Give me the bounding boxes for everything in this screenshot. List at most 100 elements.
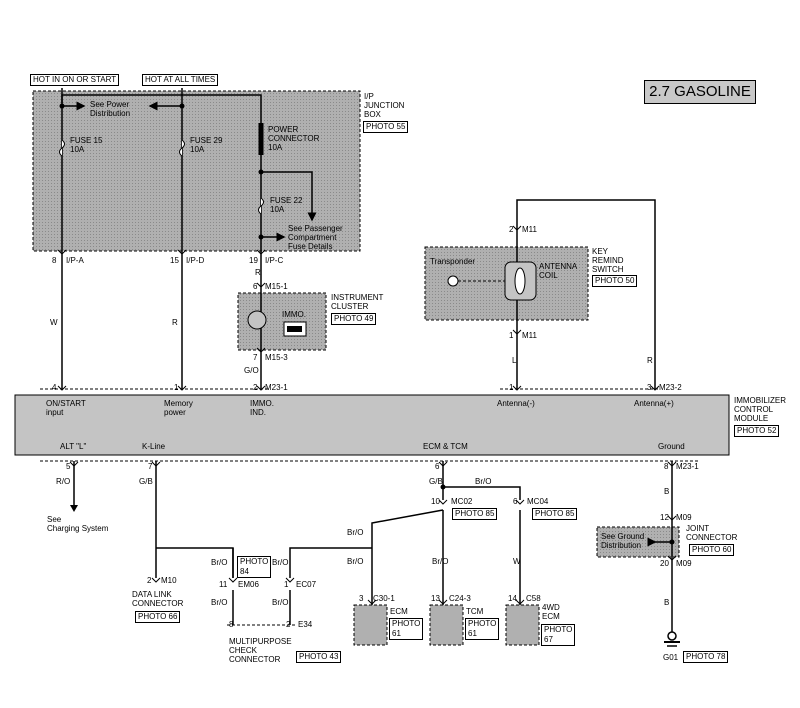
joint-connector-label: JOINT CONNECTOR — [686, 524, 738, 542]
see-ground-distribution: See Ground Distribution — [601, 532, 645, 550]
wire-bro-tcm: Br/O — [432, 557, 449, 566]
wire-b1: B — [664, 487, 670, 496]
antenna-minus: Antenna(-) — [497, 399, 535, 408]
wire-r-ipc: R — [255, 268, 261, 277]
transponder-label: Transponder — [430, 257, 476, 266]
photo-61a: PHOTO 61 — [389, 618, 424, 640]
conn-m23-2: M23-2 — [659, 383, 682, 392]
conn-c30: C30-1 — [373, 594, 395, 603]
on-start-input: ON/START input — [46, 399, 86, 417]
page-title: 2.7 GASOLINE — [644, 80, 756, 104]
conn-e34: E34 — [298, 620, 313, 629]
wire-w: W — [50, 318, 58, 327]
wire-b2: B — [664, 598, 670, 607]
pin-mc04: 6 — [513, 497, 518, 506]
photo-85a: PHOTO 85 — [452, 508, 498, 520]
tcm-box — [429, 604, 464, 646]
memory-power: Memory power — [164, 399, 193, 417]
antenna-plus: Antenna(+) — [634, 399, 674, 408]
pin-ant1: 1 — [509, 383, 514, 392]
photo-84: PHOTO 84 — [237, 556, 272, 578]
ground-label: Ground — [658, 442, 685, 451]
immobilizer-module-box — [14, 394, 730, 456]
junction-box-label: I/P JUNCTION BOX — [364, 92, 405, 119]
wire-bro-left: Br/O — [347, 528, 364, 537]
immobilizer-module-label: IMMOBILIZER CONTROL MODULE — [734, 396, 787, 423]
wire-ro: R/O — [56, 477, 71, 486]
pin-e34-8: 8 — [229, 620, 234, 629]
wire-r1: R — [172, 318, 178, 327]
pin-b8: 8 — [664, 462, 669, 471]
conn-c24: C24-3 — [449, 594, 471, 603]
fuse-29-label: FUSE 29 10A — [190, 136, 223, 154]
junction-box — [32, 90, 361, 252]
pin-m23-4: 4 — [52, 383, 57, 392]
wire-bro-ec07b: Br/O — [272, 598, 289, 607]
photo-60: PHOTO 60 — [689, 544, 735, 556]
key-remind-switch-label: KEY REMIND SWITCH — [592, 247, 624, 274]
fuse-22-label: FUSE 22 10A — [270, 196, 303, 214]
wire-bro-ecm: Br/O — [347, 557, 364, 566]
wire-gb1: G/B — [139, 477, 153, 486]
photo-78: PHOTO 78 — [683, 651, 729, 663]
conn-c58: C58 — [526, 594, 541, 603]
pin-m23-2a: 2 — [253, 383, 258, 392]
pin-c30: 3 — [359, 594, 364, 603]
see-power-distribution: See Power Distribution — [90, 100, 131, 118]
conn-m23-1b: M23-1 — [676, 462, 699, 471]
see-charging-system: See Charging System — [47, 515, 109, 533]
pin-ec07: 1 — [284, 580, 289, 589]
ecm-box — [353, 604, 388, 646]
wire-bro-top: Br/O — [475, 477, 492, 486]
pin-ipd: 15 — [170, 256, 179, 265]
g01-label: G01 — [663, 653, 679, 662]
photo-85b: PHOTO 85 — [532, 508, 578, 520]
pin-m11-top: 2 — [509, 225, 514, 234]
conn-m10: M10 — [161, 576, 177, 585]
tcm-label: TCM — [466, 607, 484, 616]
conn-m15-3: M15-3 — [265, 353, 288, 362]
wire-bro-em06b: Br/O — [211, 598, 228, 607]
pin-e34-2: 2 — [286, 620, 291, 629]
see-passenger-fuse-details: See Passenger Compartment Fuse Details — [288, 224, 343, 251]
pin-m09-bot: 20 — [660, 559, 669, 568]
pin-m09-top: 12 — [660, 513, 669, 522]
multipurpose-check-connector-label: MULTIPURPOSE CHECK CONNECTOR — [229, 637, 292, 664]
conn-ipa: I/P-A — [66, 256, 84, 265]
photo-50: PHOTO 50 — [592, 275, 638, 287]
4wd-ecm-box — [505, 604, 540, 646]
pin-b6: 6 — [435, 462, 440, 471]
wire-l: L — [512, 356, 517, 365]
wire-r2: R — [647, 356, 653, 365]
hot-in-on-start-label: HOT IN ON OR START — [30, 74, 120, 86]
wire-bro-em06: Br/O — [211, 558, 228, 567]
pin-m23-1a: 1 — [174, 383, 179, 392]
wire-w2: W — [513, 557, 521, 566]
conn-em06: EM06 — [238, 580, 259, 589]
pin-m10: 2 — [147, 576, 152, 585]
data-link-connector-label: DATA LINK CONNECTOR — [132, 590, 184, 608]
conn-mc04: MC04 — [527, 497, 549, 506]
photo-55: PHOTO 55 — [363, 121, 409, 133]
ecm-label: ECM — [390, 607, 408, 616]
conn-ipc: I/P-C — [265, 256, 284, 265]
pin-m15-1: 6 — [253, 282, 258, 291]
immo-ind: IMMO. IND. — [250, 399, 274, 417]
alt-l: ALT "L" — [60, 442, 87, 451]
immo-label: IMMO. — [282, 310, 306, 319]
4wd-ecm-label: 4WD ECM — [542, 603, 560, 621]
conn-m23-1: M23-1 — [265, 383, 288, 392]
photo-49: PHOTO 49 — [331, 313, 377, 325]
pin-ipa: 8 — [52, 256, 57, 265]
conn-ipd: I/P-D — [186, 256, 205, 265]
hot-at-all-times-label: HOT AT ALL TIMES — [142, 74, 219, 86]
photo-52: PHOTO 52 — [734, 425, 780, 437]
power-connector-label: POWER CONNECTOR 10A — [268, 125, 320, 152]
conn-m09-bot: M09 — [676, 559, 692, 568]
pin-c58: 14 — [508, 594, 517, 603]
antenna-coil-label: ANTENNA COIL — [539, 262, 578, 280]
conn-mc02: MC02 — [451, 497, 473, 506]
pin-ant3: 3 — [647, 383, 652, 392]
conn-m11-bot: M11 — [522, 331, 537, 340]
